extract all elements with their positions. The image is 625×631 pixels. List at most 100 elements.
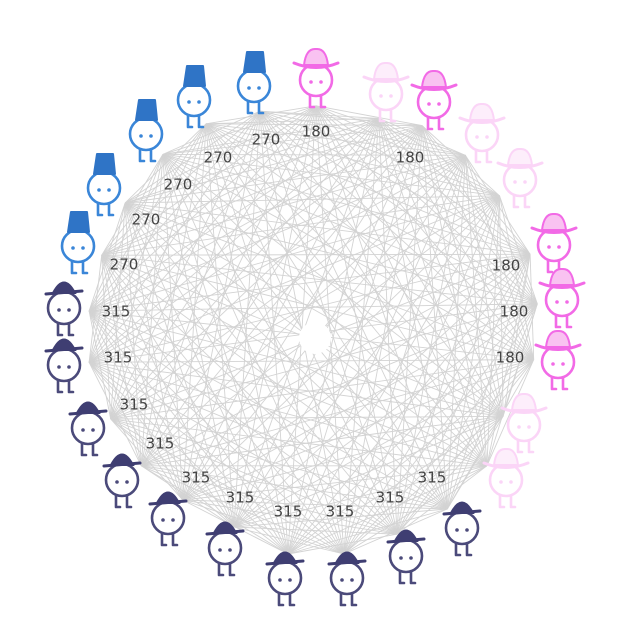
edge-line	[88, 361, 448, 510]
edge-line	[88, 310, 504, 417]
person-eye	[561, 362, 565, 366]
edge-line	[260, 110, 379, 119]
person-legs	[217, 562, 236, 577]
person-node-pink	[362, 61, 410, 123]
edge-line	[259, 110, 531, 255]
bowler-brim	[44, 346, 84, 353]
person-node-pink	[482, 447, 530, 509]
person-node-navy	[44, 338, 84, 394]
person-eye	[257, 86, 261, 90]
edge-line	[88, 118, 380, 312]
person-node-navy	[205, 521, 245, 577]
fez-hat-icon	[243, 51, 266, 73]
person-node-navy	[44, 281, 84, 337]
edge-line	[88, 110, 261, 363]
edge-line	[315, 105, 423, 127]
person-eye	[67, 365, 71, 369]
edge-line	[88, 255, 103, 363]
edge-line	[162, 154, 488, 467]
person-eye	[81, 246, 85, 250]
person-legs	[512, 194, 531, 209]
node-label: 315	[102, 303, 131, 321]
person-head	[267, 560, 303, 596]
person-legs	[498, 494, 517, 509]
edge-line	[260, 110, 423, 127]
edge-line	[124, 123, 207, 204]
person-node-blue	[236, 51, 272, 115]
edge-line	[89, 253, 531, 312]
edge-line	[486, 359, 535, 466]
fedora-hat-icon	[420, 69, 448, 88]
person-head	[207, 530, 243, 566]
edge-line	[88, 253, 531, 363]
edge-line	[259, 111, 289, 555]
node-label: 180	[302, 123, 331, 141]
fedora-brim	[482, 461, 530, 469]
edge-line	[162, 154, 534, 360]
edge-line	[287, 195, 500, 555]
fedora-hat-icon	[506, 147, 534, 166]
person-eye	[228, 548, 232, 552]
fedora-hat-icon	[544, 329, 572, 348]
edge-line	[89, 359, 534, 363]
edge-line	[182, 118, 380, 501]
person-node-pink	[410, 69, 458, 131]
edge-line	[162, 153, 466, 156]
person-eye	[278, 578, 282, 582]
person-legs	[339, 592, 358, 607]
person-eye	[389, 94, 393, 98]
edge-line	[101, 255, 142, 466]
person-head	[388, 538, 424, 574]
person-legs	[277, 592, 296, 607]
edge-line	[88, 110, 261, 312]
person-legs	[96, 202, 115, 217]
edge-line	[101, 254, 345, 555]
node-label: 270	[164, 176, 193, 194]
edge-line	[110, 125, 423, 420]
edge-line	[140, 154, 466, 467]
edge-line	[259, 110, 538, 305]
edge-line	[182, 465, 487, 501]
person-legs	[308, 94, 327, 109]
edge-line	[162, 110, 261, 155]
person-legs	[70, 260, 89, 275]
person-eye	[161, 518, 165, 522]
fedora-brim	[362, 75, 410, 83]
fedora-brim	[534, 343, 582, 351]
edge-line	[343, 155, 466, 555]
edge-line	[88, 154, 466, 312]
node-label: 315	[326, 503, 355, 521]
person-legs	[160, 532, 179, 547]
edge-line	[162, 154, 345, 555]
person-node-navy	[148, 491, 188, 547]
person-eye	[81, 428, 85, 432]
fedora-brim	[500, 406, 548, 414]
node-label: 270	[204, 149, 233, 167]
person-eye	[149, 134, 153, 138]
edge-line	[182, 123, 207, 501]
bowler-brim	[44, 289, 84, 296]
edge-line	[343, 303, 538, 555]
person-eye	[399, 556, 403, 560]
edge-line	[110, 154, 164, 420]
edge-line	[205, 123, 531, 255]
edge-line	[101, 253, 531, 256]
person-legs	[56, 379, 75, 394]
person-legs	[80, 442, 99, 457]
edge-line	[162, 154, 504, 417]
person-eye	[551, 362, 555, 366]
person-eye	[288, 578, 292, 582]
node-label: 315	[104, 349, 133, 367]
person-eye	[97, 188, 101, 192]
edge-line	[343, 359, 535, 555]
edge-line	[464, 155, 535, 360]
fedora-hat-icon	[302, 47, 330, 66]
person-legs	[378, 108, 397, 123]
edge-line	[88, 195, 500, 363]
person-legs	[550, 376, 569, 391]
fedora-hat-icon	[510, 392, 538, 411]
edge-line	[88, 362, 235, 528]
edge-line	[141, 465, 235, 528]
edge-line	[88, 361, 345, 555]
person-legs	[246, 100, 265, 115]
